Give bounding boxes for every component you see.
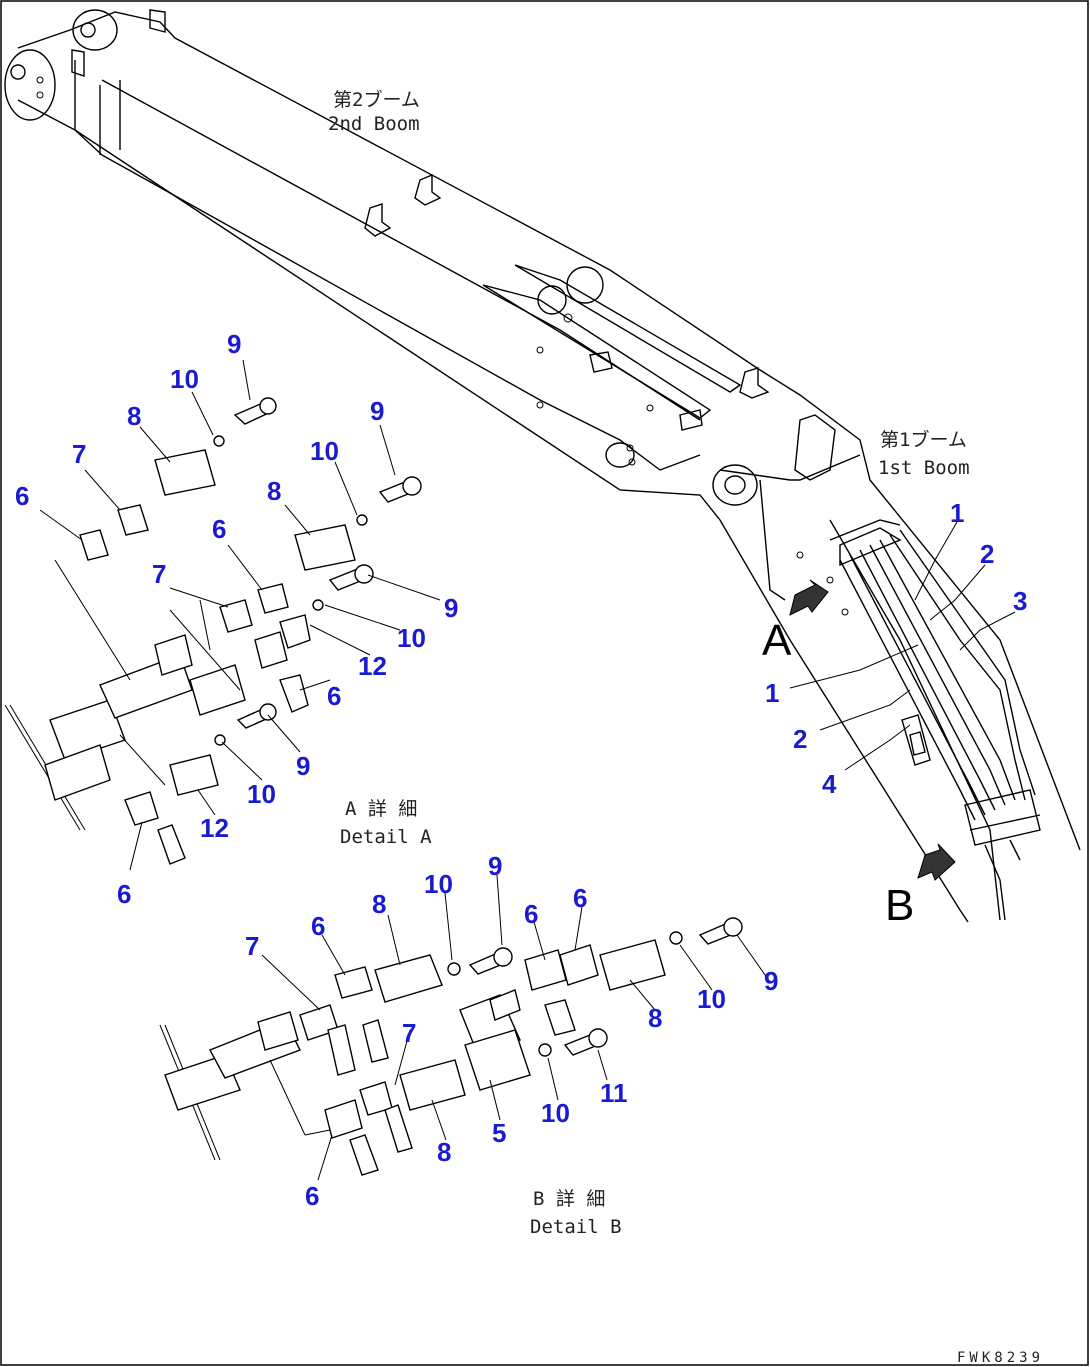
detail-a-jp-label: A 詳 細 — [345, 798, 417, 820]
callout-a-6d: 6 — [117, 879, 131, 909]
callout-a-10b: 10 — [310, 436, 339, 466]
callout-b-9a: 9 — [488, 851, 502, 881]
callout-a-6b: 6 — [212, 514, 226, 544]
callout-b-9b: 9 — [764, 966, 778, 996]
callout-b-8a: 8 — [372, 889, 386, 919]
detail-a-drawing — [4, 397, 422, 865]
callout-a-7b: 7 — [152, 559, 166, 589]
callout-a-8a: 8 — [127, 401, 141, 431]
callout-a-6a: 6 — [15, 481, 29, 511]
hose-bundle — [829, 519, 1041, 921]
main-leaders — [789, 521, 1016, 771]
callout-a-9c: 9 — [444, 593, 458, 623]
detail-a-en-label: Detail A — [340, 826, 432, 848]
callout-main-3: 3 — [1013, 586, 1027, 616]
callout-main-4: 4 — [822, 769, 837, 799]
detail-b-drawing — [159, 917, 743, 1176]
detail-b-leaders — [261, 874, 771, 1181]
callout-b-10a: 10 — [424, 869, 453, 899]
detail-a-leaders — [39, 359, 441, 871]
callout-main-1: 1 — [950, 498, 964, 528]
boom2-jp-label: 第2ブーム — [333, 88, 420, 111]
callout-a-8b: 8 — [267, 476, 281, 506]
boom1-en-label: 1st Boom — [878, 457, 970, 479]
view-arrow-a — [789, 579, 829, 616]
callout-a-9d: 9 — [296, 751, 310, 781]
callout-b-6c: 6 — [573, 883, 587, 913]
callout-b-7a: 7 — [245, 931, 259, 961]
boom-assembly — [4, 9, 1081, 923]
callout-a-10a: 10 — [170, 364, 199, 394]
callout-b-6d: 6 — [305, 1181, 319, 1211]
callout-b-6b: 6 — [524, 899, 538, 929]
callout-b-10b: 10 — [697, 984, 726, 1014]
callout-main-2b: 2 — [793, 724, 807, 754]
view-arrow-b — [917, 843, 956, 881]
callout-b-7b: 7 — [402, 1018, 416, 1048]
callout-a-9a: 9 — [227, 329, 241, 359]
callout-b-11: 11 — [600, 1078, 628, 1108]
detail-b-en-label: Detail B — [530, 1216, 622, 1238]
callout-b-5: 5 — [492, 1118, 506, 1148]
callout-a-7a: 7 — [72, 439, 86, 469]
callout-a-6c: 6 — [327, 681, 341, 711]
view-b-label: B — [885, 881, 914, 930]
callout-b-10c: 10 — [541, 1098, 570, 1128]
callout-b-8c: 8 — [437, 1137, 451, 1167]
callout-a-10d: 10 — [247, 779, 276, 809]
boom2-en-label: 2nd Boom — [328, 113, 420, 135]
callout-a-12a: 12 — [358, 651, 387, 681]
callout-b-6a: 6 — [311, 911, 325, 941]
callout-a-10c: 10 — [397, 623, 426, 653]
callout-a-9b: 9 — [370, 396, 384, 426]
boom1-jp-label: 第1ブーム — [880, 428, 967, 451]
detail-b-jp-label: B 詳 細 — [533, 1188, 605, 1210]
callout-main-1b: 1 — [765, 678, 779, 708]
view-a-label: A — [762, 616, 792, 665]
callout-b-8b: 8 — [648, 1003, 662, 1033]
drawing-code: FWK8239 — [957, 1350, 1044, 1366]
callout-main-2: 2 — [980, 539, 994, 569]
callout-a-12b: 12 — [200, 813, 229, 843]
